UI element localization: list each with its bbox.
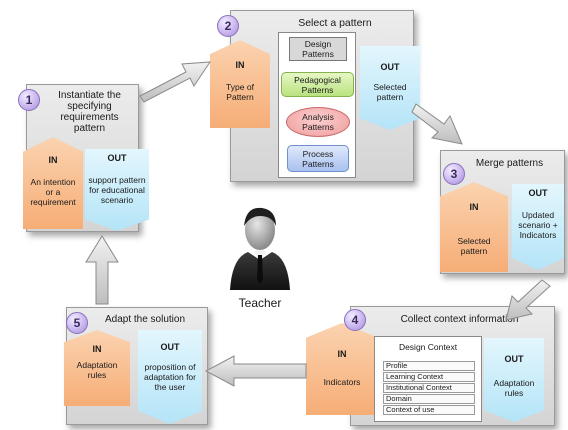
step-4-out-tag: OUT <box>504 354 524 364</box>
step-2-in-text: Type of Pattern <box>226 82 254 102</box>
step-5-in: IN Adaptation rules <box>64 330 130 406</box>
step-3-out-text: Updated scenario + Indicators <box>518 210 558 240</box>
step-1-number-badge: 1 <box>18 89 40 111</box>
arrow-step5-to-step1 <box>85 235 119 305</box>
step-1-box: Instantiate the specifying requirements … <box>23 84 149 232</box>
arrow-step3-to-step4 <box>505 279 551 321</box>
arrow-step1-to-step2 <box>139 61 211 103</box>
context-row-institutional: Institutional Context <box>383 383 475 393</box>
step-1-title: Instantiate the specifying requirements … <box>58 90 121 134</box>
pattern-pedagogical: Pedagogical Patterns <box>281 72 354 97</box>
step-4-title: Collect context information <box>400 314 519 325</box>
step-1-in-text: An intention or a requirement <box>30 177 76 207</box>
step-2-out: OUT Selected pattern <box>360 46 420 130</box>
step-2-out-tag: OUT <box>380 62 400 72</box>
teacher-icon <box>230 207 290 290</box>
step-5-out: OUT proposition of adaptation for the us… <box>138 330 202 424</box>
context-row-learning: Learning Context <box>383 372 475 382</box>
step-1-out-text: support pattern for educational scenario <box>88 175 146 205</box>
pattern-process: Process Patterns <box>287 145 349 172</box>
step-3-out: OUT Updated scenario + Indicators <box>512 184 564 270</box>
step-5-in-tag: IN <box>92 344 102 354</box>
step-4-in: IN Indicators <box>306 323 378 415</box>
step-3-in-text: Selected pattern <box>457 236 491 256</box>
step-2-in-tag: IN <box>235 60 245 70</box>
step-3-out-tag: OUT <box>528 188 548 198</box>
step-4-out-text: Adaptation rules <box>493 378 535 398</box>
step-1-out: OUT support pattern for educational scen… <box>85 149 149 231</box>
step-1-in-tag: IN <box>48 155 58 165</box>
design-context-title: Design Context <box>398 342 458 352</box>
step-4-in-text: Indicators <box>323 377 361 387</box>
step-2-number-badge: 2 <box>217 15 239 37</box>
step-1-out-tag: OUT <box>107 153 127 163</box>
step-4-number-badge: 4 <box>344 309 366 331</box>
step-2-out-text: Selected pattern <box>373 82 407 102</box>
step-4-out: OUT Adaptation rules <box>484 338 544 422</box>
context-row-domain: Domain <box>383 394 475 404</box>
step-5-title: Adapt the solution <box>104 314 186 325</box>
pattern-analysis: Analysis Patterns <box>286 107 350 137</box>
step-2-title: Select a pattern <box>298 17 372 29</box>
design-context-panel: Design Context Profile Learning Context … <box>374 336 482 422</box>
step-1-in: IN An intention or a requirement <box>23 137 83 229</box>
step-5-out-tag: OUT <box>160 342 180 352</box>
step-3-in-tag: IN <box>469 202 479 212</box>
step-5-out-text: proposition of adaptation for the user <box>144 362 196 392</box>
arrow-step4-to-step5 <box>204 355 307 387</box>
step-3-number-badge: 3 <box>443 163 465 185</box>
arrow-step2-to-step3 <box>411 103 463 145</box>
step-3-title: Merge patterns <box>475 158 544 169</box>
step-2-in: IN Type of Pattern <box>210 40 270 128</box>
step-4-in-tag: IN <box>337 349 347 359</box>
step-5-number-badge: 5 <box>66 312 88 334</box>
pattern-design: Design Patterns <box>289 37 347 61</box>
step-5-in-text: Adaptation rules <box>76 360 118 380</box>
context-row-context-of-use: Context of use <box>383 405 475 415</box>
context-row-profile: Profile <box>383 361 475 371</box>
step-3-in: IN Selected pattern <box>440 182 508 272</box>
teacher-label: Teacher <box>238 296 282 310</box>
